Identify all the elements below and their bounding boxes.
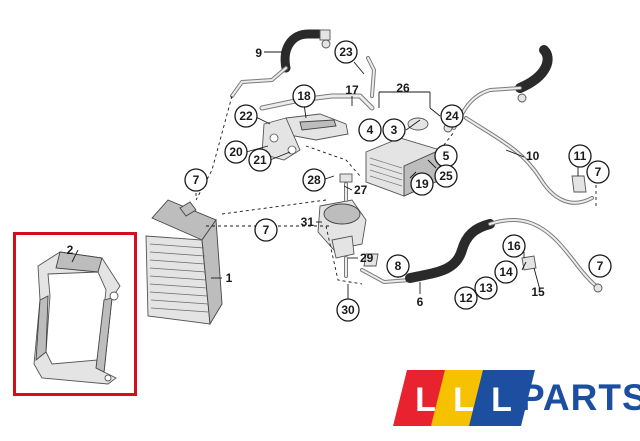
- hose-part-10: [452, 45, 594, 205]
- callout-6: 6: [417, 295, 424, 309]
- transmission-oil-cooler: [145, 199, 223, 326]
- callout-3: 3: [382, 118, 406, 142]
- callout-leaders: [71, 51, 579, 300]
- callout-7-a: 7: [184, 168, 208, 192]
- callout-29-label: 29: [360, 251, 374, 265]
- callout-4: 4: [358, 118, 382, 142]
- callout-29: 29: [360, 251, 374, 265]
- callout-31-label: 31: [301, 215, 315, 229]
- callout-7-d: 7: [588, 254, 612, 278]
- callout-17: 17: [345, 83, 359, 97]
- upper-pipe-assembly: [259, 56, 376, 141]
- callout-5-label: 5: [443, 149, 450, 163]
- callout-17-label: 17: [345, 83, 359, 97]
- callout-20: 20: [224, 140, 248, 164]
- hose-part-9: [230, 29, 331, 98]
- callout-5: 5: [434, 144, 458, 168]
- callout-16: 16: [502, 234, 526, 258]
- callout-30-label: 30: [341, 303, 355, 317]
- callout-11-label: 11: [574, 149, 587, 163]
- callout-24: 24: [440, 104, 464, 128]
- callout-3-label: 3: [391, 123, 398, 137]
- callout-15: 15: [531, 285, 545, 299]
- callout-7-b: 7: [586, 160, 610, 184]
- callout-7-c: 7: [254, 218, 278, 242]
- callout-26-label: 26: [396, 81, 410, 95]
- callout-26: 26: [396, 81, 410, 95]
- callout-14: 14: [494, 260, 518, 284]
- small-clip-parts: [363, 175, 587, 271]
- callout-18: 18: [292, 84, 316, 108]
- callout-9-label: 9: [255, 46, 262, 60]
- callout-9: 9: [255, 46, 262, 60]
- callout-21: 21: [248, 148, 272, 172]
- callout-8: 8: [386, 254, 410, 278]
- callout-12-label: 12: [459, 291, 473, 305]
- callout-2-label: 2: [67, 243, 74, 257]
- callout-19: 19: [410, 172, 434, 196]
- callout-23-label: 23: [339, 45, 353, 59]
- callout-4-label: 4: [367, 123, 374, 137]
- callout-24-label: 24: [445, 109, 459, 123]
- callout-2: 2: [67, 243, 74, 257]
- lower-hose-assembly: [360, 218, 603, 293]
- callout-25-label: 25: [439, 169, 453, 183]
- callout-28: 28: [302, 168, 326, 192]
- callout-7-b-label: 7: [595, 165, 602, 179]
- callout-10: 10: [526, 149, 540, 163]
- highlighted-part-box: [13, 232, 137, 396]
- callout-22-label: 22: [239, 109, 253, 123]
- callout-6-label: 6: [417, 295, 424, 309]
- callout-7-c-label: 7: [263, 223, 270, 237]
- callout-1-label: 1: [226, 271, 233, 285]
- electric-pump: [317, 173, 367, 278]
- callout-14-label: 14: [499, 265, 513, 279]
- radiator-mounting-frame: [33, 251, 121, 385]
- bracket-assembly: [261, 117, 301, 161]
- callout-13-label: 13: [479, 281, 493, 295]
- callout-12: 12: [454, 286, 478, 310]
- callout-20-label: 20: [229, 145, 243, 159]
- callout-19-label: 19: [415, 177, 429, 191]
- callout-1: 1: [226, 271, 233, 285]
- callout-7-d-label: 7: [597, 259, 604, 273]
- callout-23: 23: [334, 40, 358, 64]
- callout-21-label: 21: [253, 153, 267, 167]
- callout-30: 30: [336, 298, 360, 322]
- callout-8-label: 8: [395, 259, 402, 273]
- callout-15-label: 15: [531, 285, 545, 299]
- callout-27-label: 27: [354, 183, 368, 197]
- callout-28-label: 28: [307, 173, 321, 187]
- callout-13: 13: [474, 276, 498, 300]
- callout-7-a-label: 7: [193, 173, 200, 187]
- callout-31: 31: [301, 215, 315, 229]
- callout-18-label: 18: [297, 89, 311, 103]
- callout-25: 25: [434, 164, 458, 188]
- callout-22: 22: [234, 104, 258, 128]
- callout-16-label: 16: [507, 239, 521, 253]
- callout-27: 27: [354, 183, 368, 197]
- callout-11: 11: [568, 144, 592, 168]
- brand-wordmark: PARTS: [520, 377, 640, 418]
- callout-10-label: 10: [526, 149, 540, 163]
